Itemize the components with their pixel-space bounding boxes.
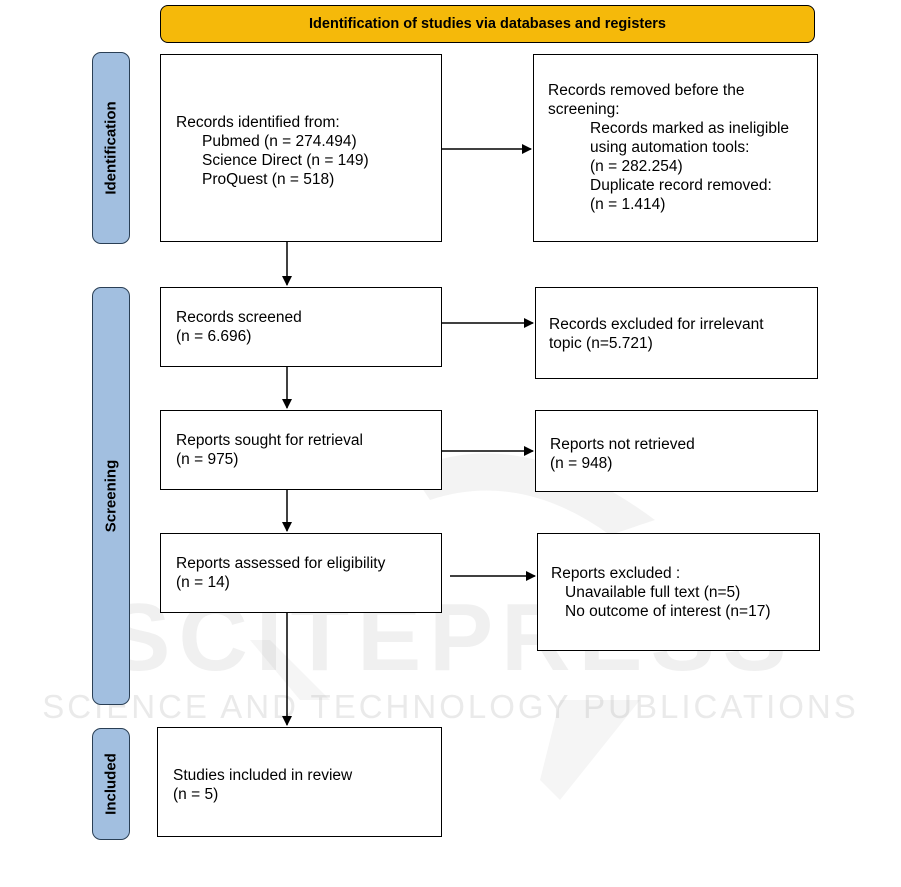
records-removed-title-2: screening: bbox=[548, 101, 620, 118]
phase-header: Identification of studies via databases … bbox=[160, 5, 815, 43]
reports-not-retrieved-count: (n = 948) bbox=[550, 455, 613, 472]
phase-identification-text: Identification bbox=[102, 101, 120, 195]
records-identified-box: Records identified from: Pubmed (n = 274… bbox=[160, 54, 442, 242]
reports-sought-label: Reports sought for retrieval bbox=[176, 432, 363, 449]
records-excluded-count: topic (n=5.721) bbox=[549, 335, 653, 352]
phase-screening-text: Screening bbox=[102, 459, 120, 533]
reports-assessed-box: Reports assessed for eligibility (n = 14… bbox=[160, 533, 442, 613]
records-removed-line: Duplicate record removed: bbox=[590, 177, 772, 194]
reports-sought-box: Reports sought for retrieval (n = 975) bbox=[160, 410, 442, 490]
phase-label-included: Included bbox=[92, 728, 130, 840]
watermark-tagline: SCIENCE AND TECHNOLOGY PUBLICATIONS bbox=[42, 688, 859, 725]
records-removed-title-1: Records removed before the bbox=[548, 82, 745, 99]
reports-excluded-box: Reports excluded : Unavailable full text… bbox=[537, 533, 820, 651]
reports-excluded-item: Unavailable full text (n=5) bbox=[565, 584, 741, 601]
records-excluded-box: Records excluded for irrelevant topic (n… bbox=[535, 287, 818, 379]
records-removed-line: (n = 282.254) bbox=[590, 158, 683, 175]
records-removed-line: using automation tools: bbox=[590, 139, 750, 156]
reports-not-retrieved-label: Reports not retrieved bbox=[550, 436, 695, 453]
records-screened-box: Records screened (n = 6.696) bbox=[160, 287, 442, 367]
reports-excluded-item: No outcome of interest (n=17) bbox=[565, 603, 771, 620]
records-removed-box: Records removed before the screening: Re… bbox=[533, 54, 818, 242]
reports-sought-count: (n = 975) bbox=[176, 451, 239, 468]
records-removed-line: (n = 1.414) bbox=[590, 196, 666, 213]
source-science-direct: Science Direct (n = 149) bbox=[202, 152, 369, 169]
records-identified-title: Records identified from: bbox=[176, 114, 340, 131]
reports-excluded-title: Reports excluded : bbox=[551, 565, 681, 582]
reports-assessed-label: Reports assessed for eligibility bbox=[176, 555, 386, 572]
reports-assessed-count: (n = 14) bbox=[176, 574, 230, 591]
studies-included-box: Studies included in review (n = 5) bbox=[157, 727, 442, 837]
source-pubmed: Pubmed (n = 274.494) bbox=[202, 133, 357, 150]
phase-included-text: Included bbox=[102, 753, 120, 815]
records-screened-count: (n = 6.696) bbox=[176, 328, 252, 345]
records-removed-line: Records marked as ineligible bbox=[590, 120, 790, 137]
phase-label-screening: Screening bbox=[92, 287, 130, 705]
records-excluded-label: Records excluded for irrelevant bbox=[549, 316, 764, 333]
studies-included-count: (n = 5) bbox=[173, 786, 219, 803]
phase-label-identification: Identification bbox=[92, 52, 130, 244]
studies-included-label: Studies included in review bbox=[173, 767, 353, 784]
records-screened-label: Records screened bbox=[176, 309, 302, 326]
reports-not-retrieved-box: Reports not retrieved (n = 948) bbox=[535, 410, 818, 492]
source-proquest: ProQuest (n = 518) bbox=[202, 171, 335, 188]
